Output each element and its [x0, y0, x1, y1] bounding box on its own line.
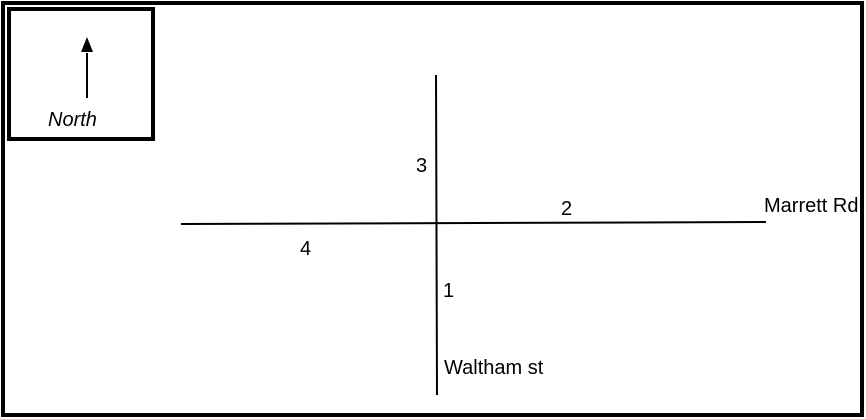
street-label-horizontal: Marrett Rd	[764, 195, 859, 217]
street-label-vertical: Waltham st	[444, 357, 544, 379]
segment-label-4: 4	[300, 238, 312, 260]
segment-label-1: 1	[443, 280, 455, 302]
vertical-road	[435, 74, 438, 396]
north-inset-box	[7, 7, 155, 141]
horizontal-road	[180, 221, 767, 225]
segment-label-3: 3	[416, 155, 428, 177]
segment-label-2: 2	[561, 198, 573, 220]
north-arrow-icon	[81, 37, 93, 98]
north-label: North	[48, 109, 97, 131]
